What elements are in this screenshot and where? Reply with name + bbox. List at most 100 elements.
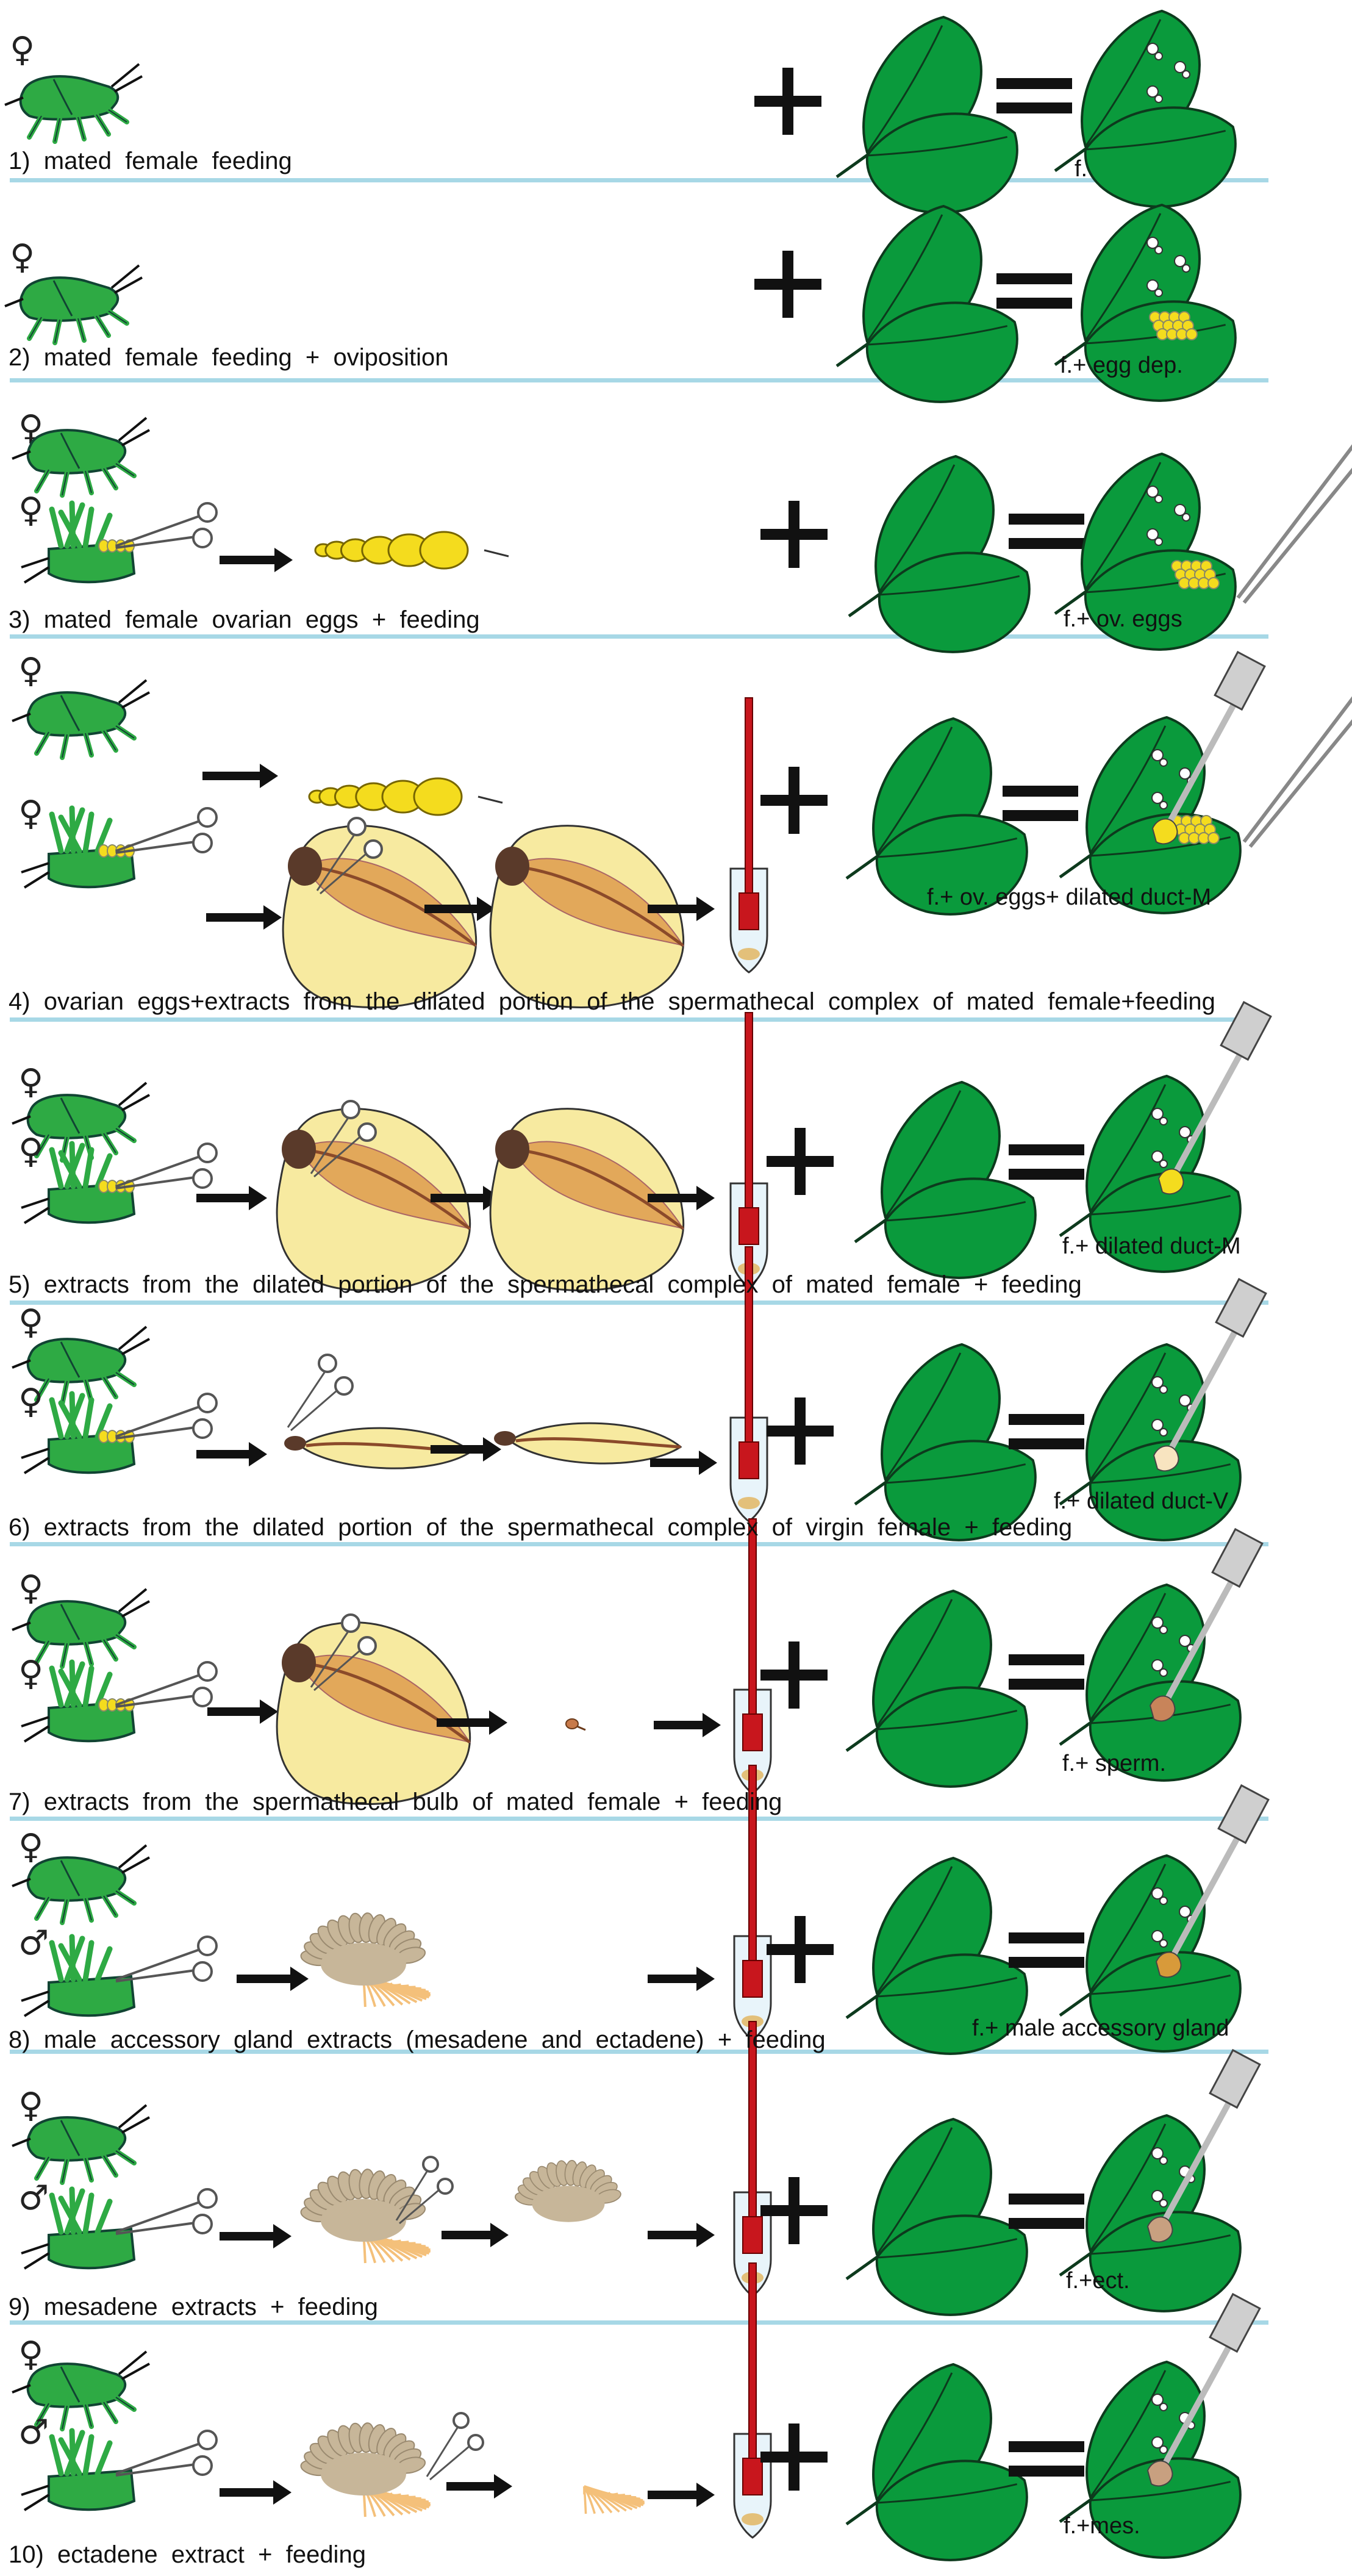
mated-female-bug [4, 63, 143, 144]
process-arrow [237, 1967, 309, 1991]
section-divider [10, 1542, 1268, 1546]
section-divider [10, 378, 1268, 382]
extract-tube [729, 1246, 768, 1523]
row-7-label: 7) extracts from the spermathecal bulb o… [9, 1788, 782, 1815]
section-divider [10, 1817, 1268, 1821]
leaf-pair [845, 1856, 1028, 2055]
row-9-label: 9) mesadene extracts + feeding [9, 2294, 378, 2320]
mated-female-bug [12, 1082, 150, 1163]
pipette-tip [1146, 2292, 1261, 2487]
male-symbol: ♂ [18, 2178, 49, 2218]
leaf-pair [854, 1343, 1037, 1541]
female-symbol: ♀ [18, 794, 43, 833]
female-symbol: ♀ [18, 651, 43, 691]
process-arrow [442, 2223, 509, 2247]
spermathecal-dilated-portion-virgin [494, 1422, 682, 1465]
plus-sign [767, 1128, 834, 1195]
process-arrow [220, 548, 293, 572]
section-divider [10, 1017, 1268, 1022]
female-symbol: ♀ [18, 1302, 43, 1342]
row-6-result-label: f.+ dilated duct-V [1054, 1488, 1229, 1514]
plus-sign [754, 68, 821, 135]
process-arrow [446, 2474, 512, 2499]
mated-female-bug [12, 1588, 150, 1669]
row-6-label: 6) extracts from the dilated portion of … [9, 1514, 1073, 1541]
female-symbol: ♀ [10, 237, 35, 277]
female-symbol: ♀ [10, 30, 35, 70]
mated-female-bug [12, 2104, 150, 2185]
forceps [1236, 444, 1352, 604]
process-arrow [220, 2480, 292, 2505]
pipette-tip [1157, 1000, 1272, 1195]
female-symbol: ♀ [18, 490, 43, 530]
process-arrow [202, 764, 278, 788]
plus-sign [767, 1397, 834, 1465]
process-arrow [648, 1967, 715, 1991]
virgin-female-bug [12, 1326, 150, 1407]
plus-sign [760, 501, 828, 568]
process-arrow [220, 2224, 292, 2248]
dissected-male [21, 2428, 218, 2511]
spermathecal-dilated-portion-mated [282, 817, 477, 1008]
extract-tube [733, 1518, 772, 1795]
scissors-handle [467, 2434, 484, 2451]
extract-tube [733, 1765, 772, 2041]
mated-female-bug [12, 1844, 150, 1925]
scissors-blades [426, 2427, 470, 2481]
female-symbol: ♀ [18, 1132, 43, 1171]
plus-sign [760, 767, 828, 834]
row-4-result-label: f.+ ov. eggs+ dilated duct-M [927, 884, 1212, 910]
process-arrow [650, 1451, 717, 1475]
pipette-tip [1153, 1277, 1267, 1472]
row-1-result-label: f. [1075, 156, 1088, 182]
fed-leaf-pair [1059, 2360, 1242, 2559]
pipette-tip [1149, 1527, 1264, 1722]
dissected-female [21, 1659, 218, 1743]
spermathecal-dilated-portion-mated [276, 1100, 471, 1291]
process-arrow [206, 905, 282, 930]
leaf-pair [845, 717, 1028, 916]
mated-female-bug [12, 417, 150, 498]
process-arrow [196, 1186, 267, 1210]
leaf-pair [845, 2117, 1028, 2316]
row-7-result-label: f.+ sperm. [1062, 1751, 1166, 1776]
plus-sign [754, 251, 821, 318]
row-9-result-label: f.+ect. [1066, 2268, 1130, 2294]
equals-sign [1003, 786, 1078, 821]
mesadene [515, 2159, 621, 2222]
equals-sign [1009, 1144, 1084, 1180]
ovarian-egg-chain [308, 777, 503, 816]
equals-sign [1009, 2441, 1084, 2477]
row-8-label: 8) male accessory gland extracts (mesade… [9, 2026, 826, 2053]
leaf-pair [848, 454, 1031, 653]
plus-sign [760, 2424, 828, 2491]
equals-sign [1009, 1932, 1084, 1968]
pipette-tip [1146, 2048, 1261, 2243]
scissors-blades [395, 2171, 440, 2225]
equals-sign [1009, 2194, 1084, 2229]
process-arrow [424, 897, 495, 921]
plus-sign [760, 2177, 828, 2244]
mated-female-bug [12, 679, 150, 760]
male-symbol: ♂ [18, 2413, 49, 2452]
section-divider [10, 2050, 1268, 2054]
row-4-label: 4) ovarian eggs+extracts from the dilate… [9, 988, 1215, 1015]
section-divider [10, 178, 1268, 182]
row-8-result-label: f.+ male accessory gland [972, 2015, 1229, 2041]
leaf-pair [854, 1080, 1037, 1279]
extract-tube [733, 2262, 772, 2539]
leaf-pair [845, 2363, 1028, 2561]
row-1-label: 1) mated female feeding [9, 148, 292, 174]
scissors-handle [437, 2178, 454, 2195]
mated-female-bug [12, 2350, 150, 2431]
process-arrow [648, 897, 715, 921]
dissected-male [21, 1934, 218, 2017]
ectadene [583, 2485, 645, 2514]
extract-tube [733, 2021, 772, 2297]
mated-female-bug [4, 264, 143, 345]
process-arrow [431, 1186, 501, 1210]
equals-sign [1009, 514, 1084, 549]
process-arrow [648, 2483, 715, 2507]
process-arrow [437, 1710, 507, 1735]
